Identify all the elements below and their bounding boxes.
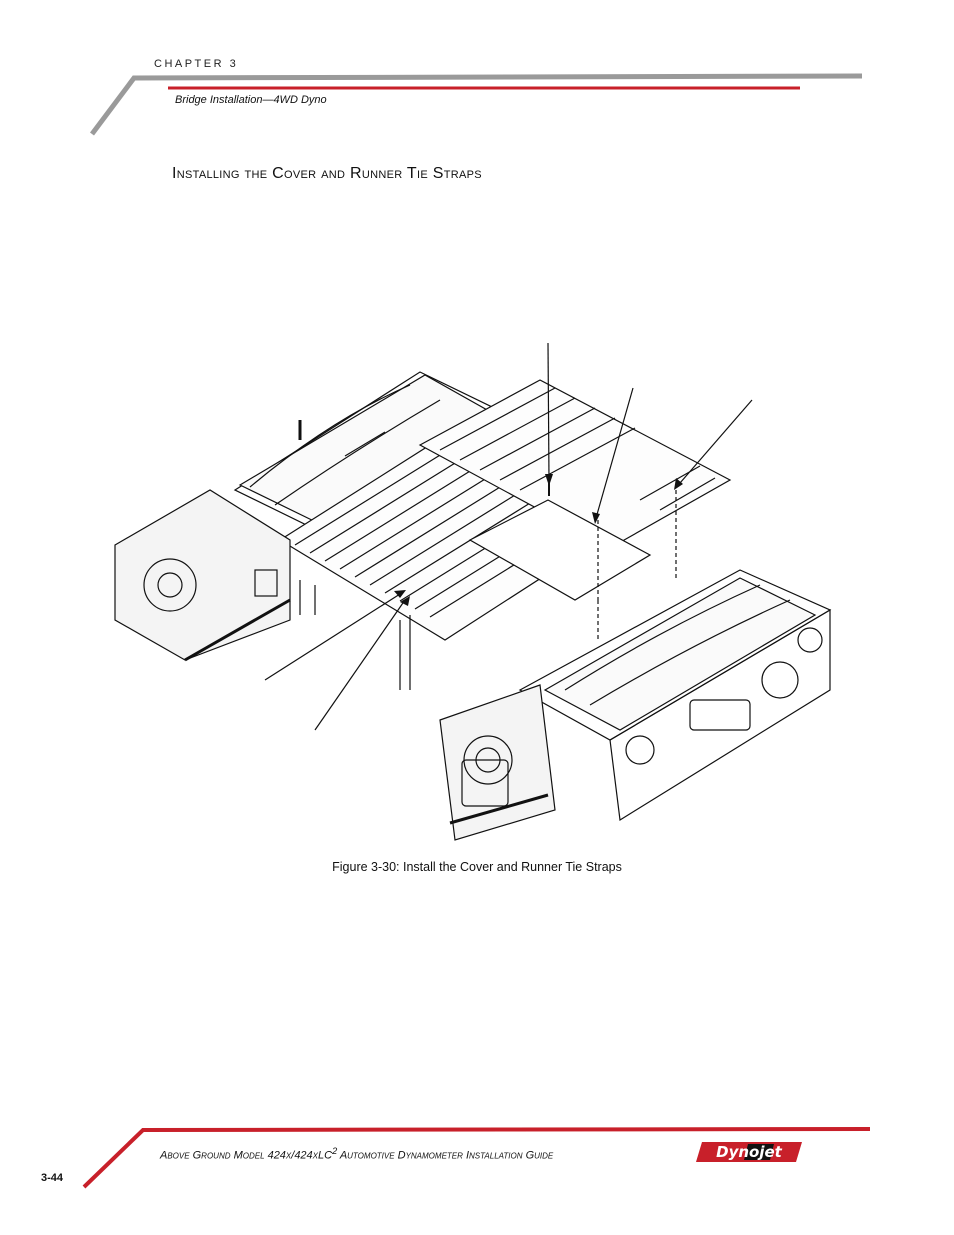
rear-pau-rotor — [143, 558, 197, 612]
leader-line-top-2 — [595, 387, 634, 519]
logo-text: Dynojet — [716, 1143, 783, 1161]
leader-line-bottom-2 — [314, 599, 406, 731]
section-label: Bridge Installation—4WD Dyno — [175, 94, 327, 106]
leader-line-bottom-1 — [264, 593, 401, 681]
header-rules — [90, 73, 863, 136]
page-number: 3-44 — [41, 1172, 64, 1184]
footer-rules — [82, 1127, 871, 1189]
figure-caption: Figure 3-30: Install the Cover and Runne… — [332, 860, 622, 874]
rear-roll-curve — [249, 384, 411, 488]
footer-title: Above Ground Model 424x/424xLC2 Automoti… — [160, 1146, 553, 1162]
footer-title-rest: Automotive Dynamometer Installation Guid… — [337, 1149, 554, 1162]
front-pau-unit — [439, 684, 556, 841]
rear-roll-curve-2 — [274, 399, 441, 506]
chapter-label: CHAPTER 3 — [154, 58, 239, 70]
footer-red-rule — [82, 1127, 871, 1189]
header-gray-rule — [90, 73, 863, 136]
leader-line-top-1 — [547, 342, 550, 481]
front-pau-rotor — [463, 735, 513, 785]
footer-title-main: Above Ground Model 424x/424xLC — [160, 1149, 333, 1162]
page-heading: Installing the Cover and Runner Tie Stra… — [172, 165, 482, 182]
leader-line-top-3 — [679, 399, 753, 484]
front-module-side — [609, 608, 831, 822]
cover-plate — [468, 499, 652, 601]
rear-pau-unit — [114, 489, 291, 661]
dynojet-logo: Dynojet — [696, 1142, 802, 1162]
dyno-figure — [114, 342, 832, 841]
footer-title-sup: 2 — [332, 1146, 338, 1156]
